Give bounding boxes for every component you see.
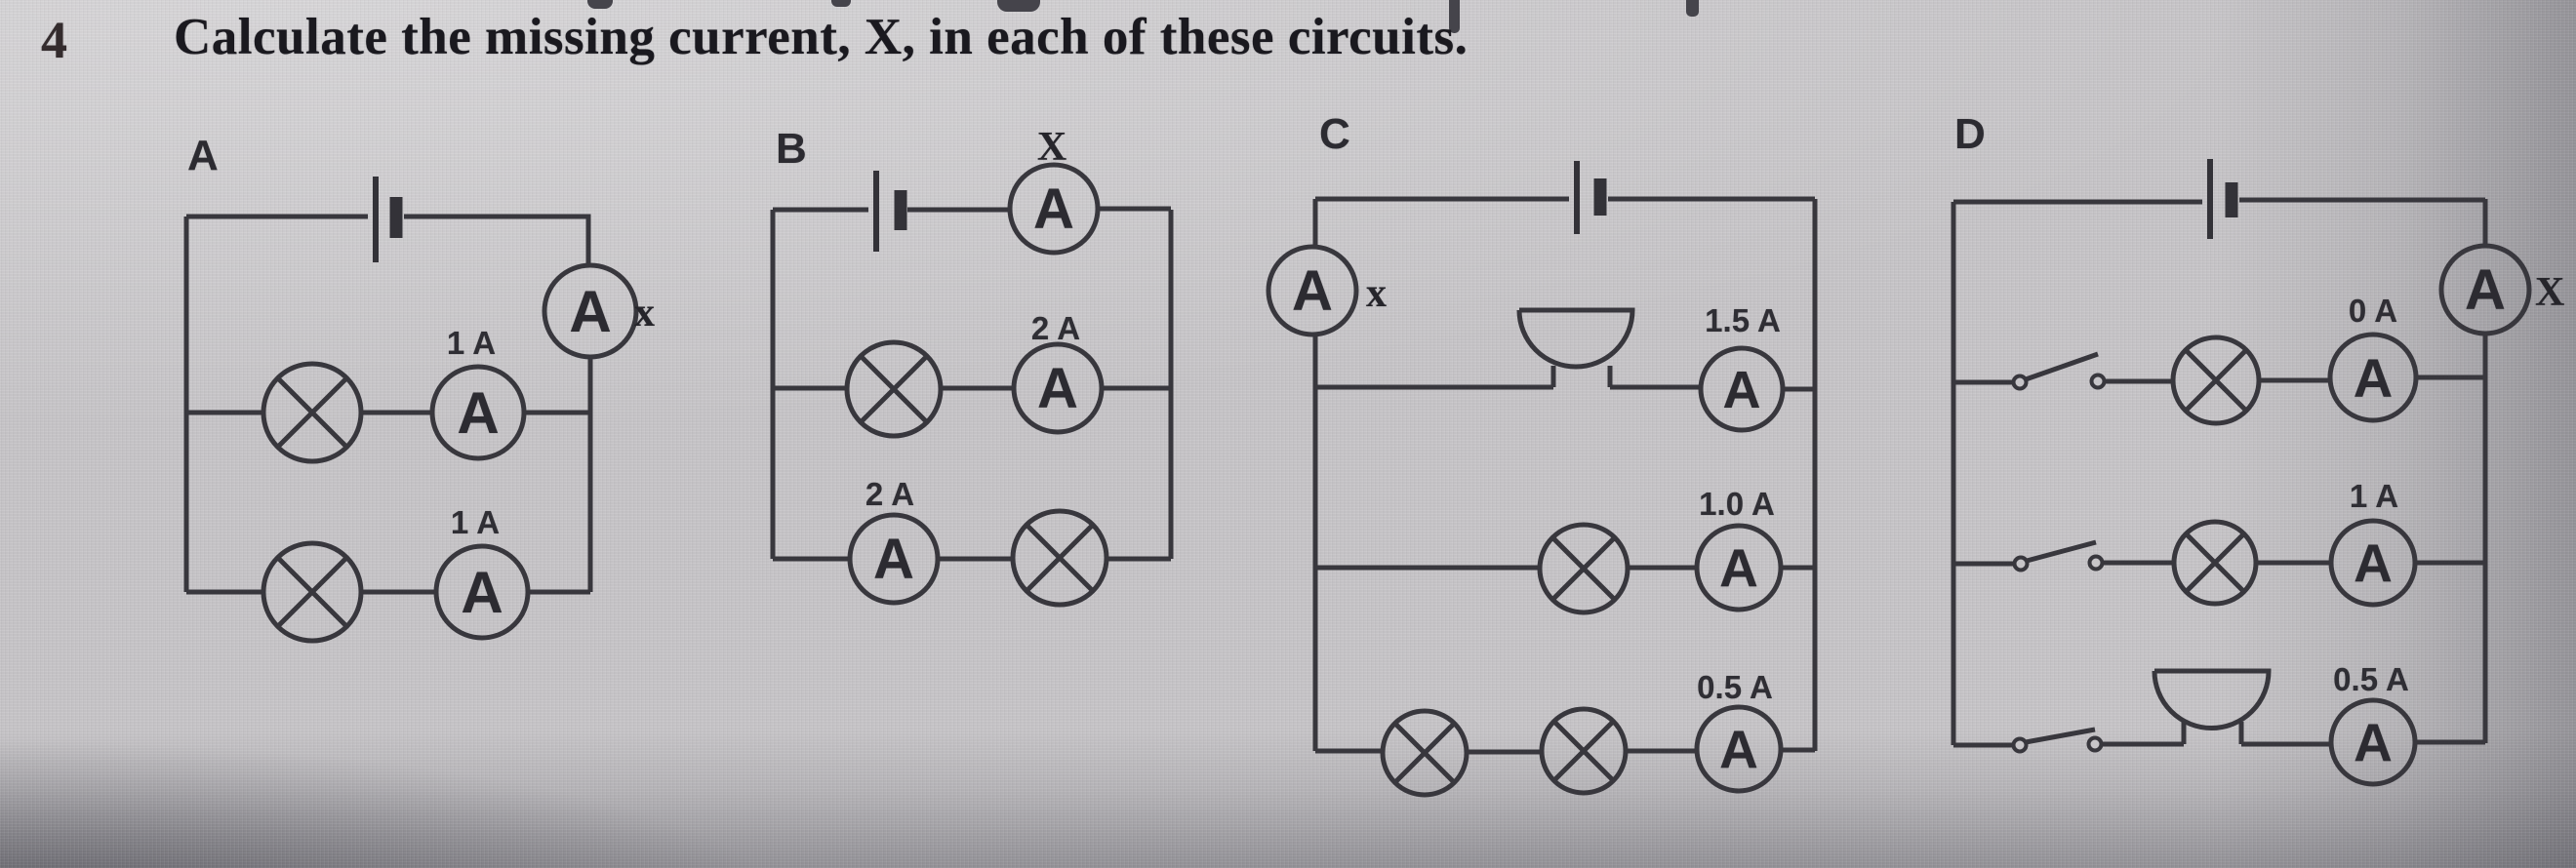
lamp-icon [261,540,364,644]
ammeter-icon [1007,162,1101,256]
ammeter-letter: A [1033,178,1074,241]
ammeter-letter: A [2354,533,2393,593]
circuit-label: D [1954,110,1986,158]
circuit-d-diagram: D A X 0 A A [1951,110,2564,787]
ammeter-icon [433,543,531,641]
circuit-wires [1951,197,2488,748]
ammeter-letter: A [2354,347,2393,409]
ammeter-icon [1698,345,1786,433]
ammeter-branch3: 0.5 A A [2328,661,2418,787]
circuit-wires [183,214,593,595]
unknown-current-label: x [1366,271,1387,316]
ammeter-letter: A [569,279,611,344]
ammeter-letter: A [873,528,914,591]
switch-icon [2011,727,2104,754]
ammeter-branch1: 1.5 A A [1698,302,1786,433]
cropped-text-fragment [587,0,613,9]
ammeter-icon [1266,244,1359,337]
ammeter-letter: A [2354,712,2393,772]
current-reading: 0 A [2349,293,2397,329]
ammeter-icon [1694,704,1784,794]
ammeter-icon [2328,697,2418,787]
lamp-icon [2171,519,2259,607]
current-reading: 0.5 A [2333,661,2409,697]
ammeter-letter: A [1037,357,1078,420]
ammeter-letter: A [1292,259,1333,323]
unknown-current-label: X [2535,270,2564,315]
ammeter-branch1: 0 A A [2327,293,2419,423]
switch-icon [2012,539,2105,572]
cropped-text-fragment [997,0,1040,12]
current-reading: 1 A [2350,478,2398,514]
lamp-icon [1537,522,1630,615]
ammeter-icon [2438,243,2532,336]
lamp-icon [1010,508,1109,608]
lamp-icon [844,339,944,439]
ammeter-branch2: 1 A A [2328,478,2418,608]
question-title: Calculate the missing current, X, in eac… [174,9,1469,65]
circuit-a-diagram: A A x 1 A A 1 A A [183,132,655,644]
unknown-current-label: X [1037,125,1067,170]
current-reading: 2 A [865,476,914,512]
ammeter-icon [847,512,941,606]
current-reading: 1 A [447,325,496,361]
ammeter-letter: A [1719,719,1758,779]
circuit-c-diagram: C A x 1.5 A A 1.0 A A [1266,110,1818,798]
cropped-text-fragment [1449,0,1460,33]
ammeter-x: A x [542,262,655,360]
ammeter-icon [429,364,527,461]
current-reading: 0.5 A [1697,669,1773,705]
buzzer-icon [2152,668,2272,744]
buzzer-icon [1516,307,1635,387]
ammeter-icon [2328,518,2418,608]
current-reading: 1 A [451,504,500,540]
unknown-current-label: x [634,291,655,335]
ammeter-x: A x [1266,244,1387,337]
ammeter-icon [542,262,639,360]
ammeter-icon [1011,341,1105,435]
circuit-label: C [1319,110,1350,158]
ammeter-branch1: 2 A A [1011,310,1105,435]
circuit-b-diagram: B X A 2 A A 2 A A [770,125,1174,608]
ammeter-letter: A [457,380,499,446]
circuit-wires [770,206,1174,562]
ammeter-branch2: 1 A A [433,504,531,641]
ammeter-x: A X [2438,243,2564,336]
ammeter-branch3: 0.5 A A [1694,669,1784,794]
ammeter-branch2: 1.0 A A [1694,486,1784,612]
ammeter-letter: A [1723,361,1761,419]
question-number: 4 [41,11,67,69]
ammeter-letter: A [2465,258,2506,322]
ammeter-letter: A [1719,537,1758,598]
ammeter-x: X A [1007,125,1101,256]
current-reading: 1.0 A [1699,486,1775,522]
ammeter-icon [1694,523,1784,612]
lamp-icon [261,361,364,464]
current-reading: 1.5 A [1705,302,1781,338]
switch-icon [2011,351,2107,391]
lamp-icon [2170,335,2262,426]
lamp-icon [1539,706,1629,796]
current-reading: 2 A [1031,310,1080,346]
circuit-label: B [776,125,807,173]
ammeter-icon [2327,332,2419,423]
cropped-text-fragment [831,0,851,7]
ammeter-branch2: 2 A A [847,476,941,606]
ammeter-letter: A [461,560,503,625]
cropped-text-fragment [1686,0,1699,17]
lamp-icon [1380,708,1469,798]
circuit-label: A [187,132,219,179]
ammeter-branch1: 1 A A [429,325,527,461]
circuit-wires [1312,196,1818,755]
